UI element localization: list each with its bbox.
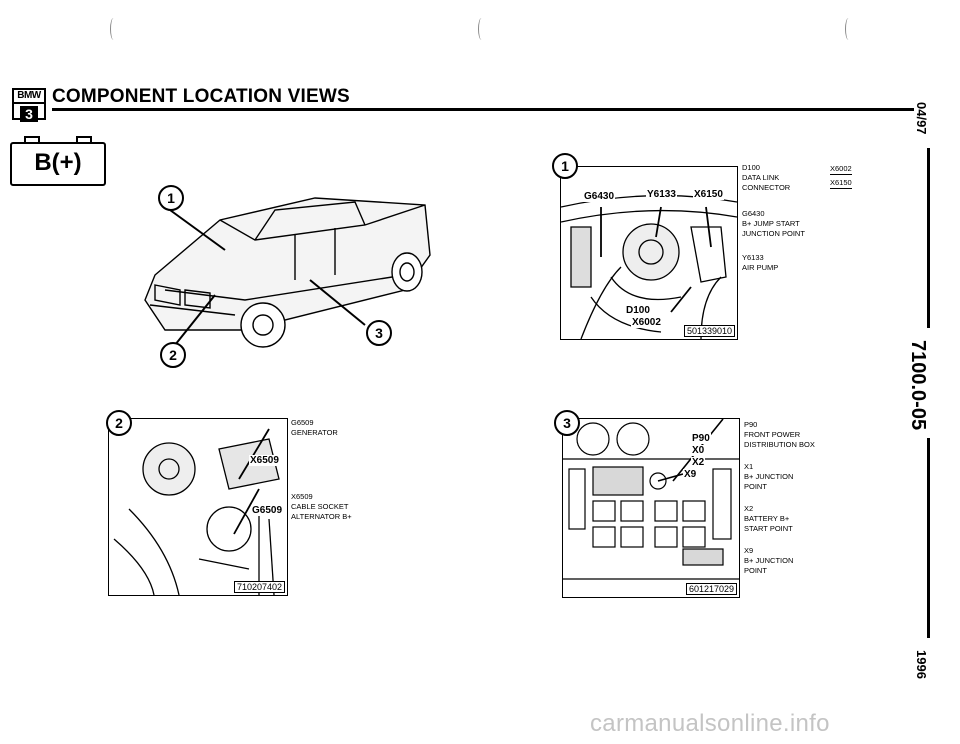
label-x2: X2: [691, 457, 706, 468]
logo-brand: BMW: [14, 90, 44, 104]
legend-desc: B+ JUNCTION POINT: [744, 472, 794, 491]
legend-desc: DATA LINK CONNECTOR: [742, 173, 791, 192]
figure-2-callout: 2: [106, 410, 132, 436]
car-callout-3: 3: [366, 320, 392, 346]
figure-3-callout: 3: [554, 410, 580, 436]
page-title: COMPONENT LOCATION VIEWS: [52, 86, 350, 107]
margin-rule: [927, 148, 930, 328]
label-g6509: G6509: [251, 505, 284, 516]
legend-desc: BATTERY B+ START POINT: [744, 514, 793, 533]
legend-desc: FRONT POWER DISTRIBUTION BOX: [744, 430, 815, 449]
scan-mark: [110, 18, 117, 40]
figure-1-reference: 501339010: [683, 325, 735, 337]
margin-page-number: 7100.0-05: [907, 340, 929, 431]
margin-year: 1996: [914, 650, 929, 679]
legend-desc: GENERATOR: [291, 428, 338, 437]
logo-series: 3: [20, 106, 38, 122]
label-p90: P90: [691, 433, 711, 444]
legend-code: X1: [744, 462, 754, 471]
watermark: carmanualsonline.info: [590, 710, 830, 737]
legend-code: G6430: [742, 209, 765, 218]
figure-1-callout: 1: [552, 153, 578, 179]
battery-icon: B(+): [10, 136, 106, 186]
title-rule: [52, 108, 914, 111]
label-x0: X0: [691, 445, 706, 456]
margin-rule: [927, 438, 930, 638]
legend-desc: B+ JUNCTION POINT: [744, 556, 794, 575]
figure-3-power-distribution-box: P90 X0 X2 X9 601217029: [562, 418, 740, 598]
legend-desc: B+ JUMP START JUNCTION POINT: [742, 219, 805, 238]
label-d100: D100: [625, 305, 651, 316]
figure-2-generator: X6509 G6509 710207402: [108, 418, 288, 596]
legend-code: G6509: [291, 418, 314, 427]
label-y6133: Y6133: [646, 189, 677, 200]
legend-desc: AIR PUMP: [742, 263, 779, 272]
figure-1-connector-codes: X6002 X6150: [830, 163, 852, 191]
legend-code: X9: [744, 546, 754, 555]
label-x6002: X6002: [631, 317, 662, 328]
car-callout-1: 1: [158, 185, 184, 211]
connector-code: X6002: [830, 164, 852, 175]
legend-code: Y6133: [742, 253, 764, 262]
label-x9: X9: [683, 469, 698, 480]
bmw-3-series-logo: BMW 3: [12, 88, 46, 122]
legend-code: X2: [744, 504, 754, 513]
label-g6430: G6430: [583, 191, 616, 202]
scan-mark: [845, 18, 852, 40]
legend-code: X6509: [291, 492, 313, 501]
label-x6150: X6150: [693, 189, 724, 200]
scan-mark: [478, 18, 485, 40]
legend-desc: CABLE SOCKET ALTERNATOR B+: [291, 502, 352, 521]
figure-3-reference: 601217029: [685, 583, 737, 595]
car-overview-illustration: [125, 180, 455, 370]
car-callout-2: 2: [160, 342, 186, 368]
margin-date: 04/97: [914, 102, 929, 135]
label-x6509: X6509: [249, 455, 280, 466]
figure-2-reference: 710207402: [233, 581, 285, 593]
legend-code: D100: [742, 163, 760, 172]
legend-code: P90: [744, 420, 758, 429]
figure-1-engine-bay: G6430 Y6133 X6150 D100 X6002 501339010: [560, 166, 738, 340]
connector-code: X6150: [830, 178, 852, 189]
